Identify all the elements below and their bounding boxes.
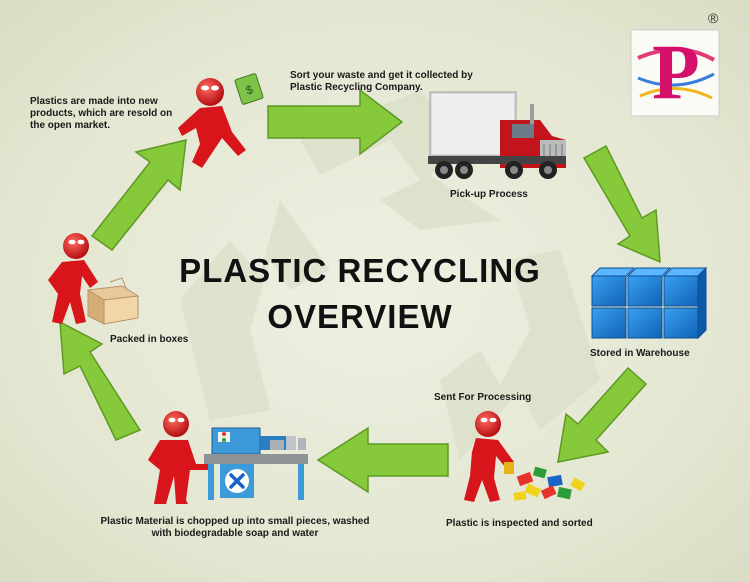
diagram-title-line2: OVERVIEW [267, 298, 453, 335]
arrow-left-upper [90, 139, 187, 252]
svg-text:$: $ [244, 82, 255, 97]
logo-letter: P [652, 28, 700, 115]
shredder-machine-icon [204, 427, 308, 500]
diagram-title-line1: PLASTIC RECYCLING [179, 252, 541, 289]
arrow-bottom [316, 426, 449, 494]
cardboard-box-icon [86, 277, 140, 325]
label-chopped: Plastic Material is chopped up into smal… [100, 516, 370, 539]
person-money-icon: $ [178, 73, 264, 168]
person-box-icon [48, 233, 140, 325]
registered-mark: ® [708, 10, 719, 26]
plastic-pile-icon [504, 462, 586, 501]
arrow-top [267, 88, 404, 156]
person-operator-icon [148, 411, 212, 504]
arrow-left-lower [59, 320, 142, 441]
person-sorting-icon [464, 411, 586, 502]
label-resold: Plastics are made into new products, whi… [30, 96, 173, 131]
label-collect: Sort your waste and get it collected by … [290, 70, 473, 93]
label-sorted: Plastic is inspected and sorted [446, 518, 593, 529]
arrow-right-lower [557, 366, 648, 463]
label-pickup: Pick-up Process [450, 189, 528, 200]
brand-logo [630, 29, 720, 117]
label-warehouse: Stored in Warehouse [590, 348, 690, 359]
truck-icon [428, 91, 566, 179]
warehouse-cubes-icon [590, 266, 708, 340]
label-boxes: Packed in boxes [110, 334, 189, 345]
arrow-right-upper [582, 144, 661, 264]
label-processing: Sent For Processing [434, 392, 532, 403]
